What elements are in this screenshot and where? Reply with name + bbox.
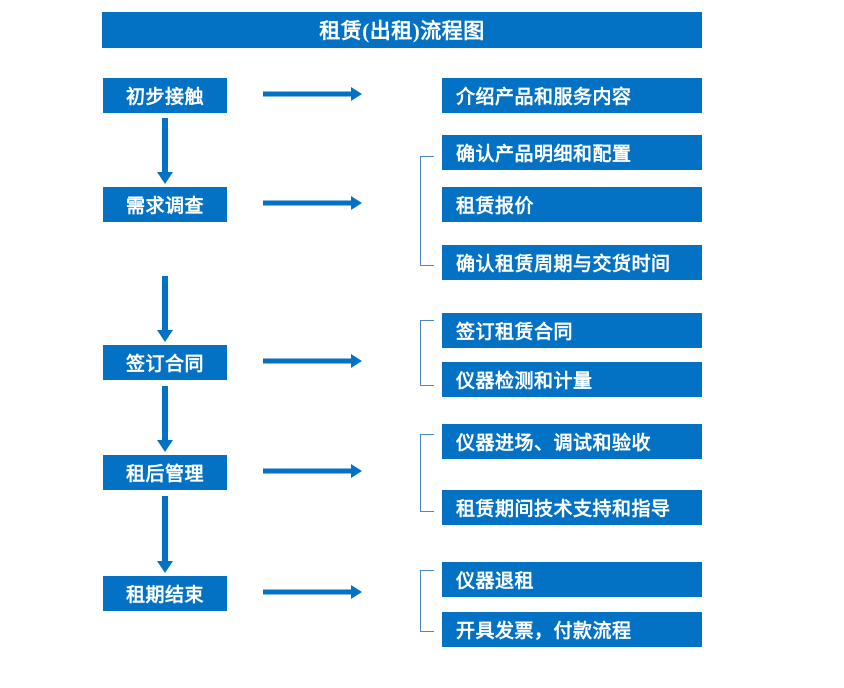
bracket-group-2: [420, 156, 434, 266]
detail-box-9[interactable]: 仪器退租: [442, 562, 702, 597]
vertical-arrow-stage3-stage4: [156, 386, 174, 452]
detail-box-6[interactable]: 仪器检测和计量: [442, 362, 702, 397]
stage-box-2[interactable]: 需求调查: [103, 187, 227, 222]
diagram-title: 租赁(出租)流程图: [102, 12, 702, 48]
detail-box-2[interactable]: 确认产品明细和配置: [442, 135, 702, 170]
stage-box-4[interactable]: 租后管理: [103, 455, 227, 490]
horizontal-arrow-stage3: [263, 353, 362, 369]
detail-box-1[interactable]: 介绍产品和服务内容: [442, 78, 702, 113]
horizontal-arrow-stage2: [263, 195, 362, 211]
detail-box-5[interactable]: 签订租赁合同: [442, 313, 702, 348]
stage-box-3[interactable]: 签订合同: [103, 345, 227, 380]
stage-box-1[interactable]: 初步接触: [103, 78, 227, 113]
bracket-group-5: [420, 570, 434, 632]
stage-box-5[interactable]: 租期结束: [103, 576, 227, 611]
horizontal-arrow-stage1: [263, 86, 362, 102]
detail-box-10[interactable]: 开具发票，付款流程: [442, 612, 702, 647]
vertical-arrow-stage4-stage5: [156, 496, 174, 573]
bracket-group-3: [420, 320, 434, 386]
bracket-group-4: [420, 434, 434, 512]
detail-box-8[interactable]: 租赁期间技术支持和指导: [442, 490, 702, 525]
detail-box-7[interactable]: 仪器进场、调试和验收: [442, 424, 702, 459]
detail-box-4[interactable]: 确认租赁周期与交货时间: [442, 245, 702, 280]
detail-box-3[interactable]: 租赁报价: [442, 187, 702, 222]
horizontal-arrow-stage5: [263, 584, 362, 600]
vertical-arrow-stage2-stage3: [156, 276, 174, 342]
horizontal-arrow-stage4: [263, 463, 362, 479]
vertical-arrow-stage1-stage2: [156, 118, 174, 184]
